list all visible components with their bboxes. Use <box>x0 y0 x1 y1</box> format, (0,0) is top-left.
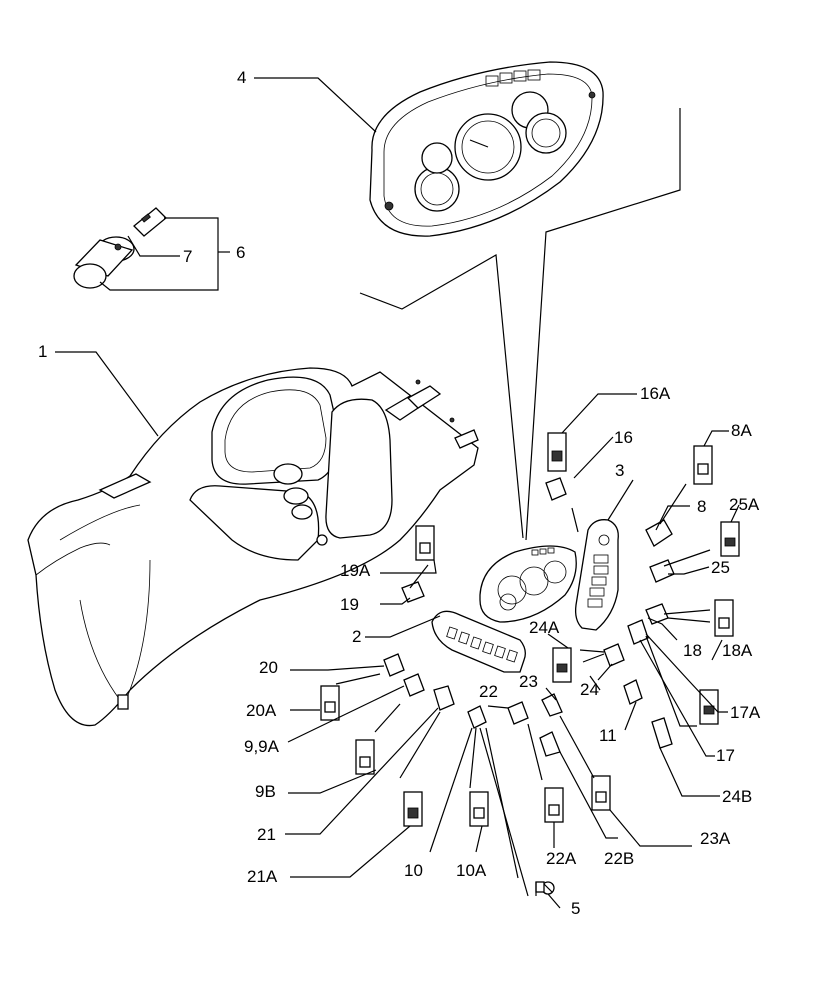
label-19: 19 <box>340 595 359 614</box>
instrument-cluster <box>369 61 604 237</box>
label-10A: 10A <box>456 861 487 880</box>
label-18A: 18A <box>722 641 753 660</box>
leader-lines <box>55 77 740 909</box>
label-5: 5 <box>571 899 580 918</box>
rocker-switches <box>383 477 675 895</box>
switch-faces <box>320 432 740 827</box>
cluster-closeup <box>479 545 577 623</box>
label-8A: 8A <box>731 421 752 440</box>
label-1: 1 <box>38 342 47 361</box>
label-25: 25 <box>711 558 730 577</box>
label-8: 8 <box>697 497 706 516</box>
enlargement-lines <box>359 108 681 541</box>
label-23A: 23A <box>700 829 731 848</box>
label-19A: 19A <box>340 561 371 580</box>
ignition-key <box>133 207 167 237</box>
label-3: 3 <box>615 461 624 480</box>
switch-panel-right <box>574 519 619 631</box>
switch-panel-left <box>431 610 526 673</box>
label-2: 2 <box>352 627 361 646</box>
dashboard-cowl <box>27 367 479 727</box>
label-20A: 20A <box>246 701 277 720</box>
label-20: 20 <box>259 658 278 677</box>
label-16A: 16A <box>640 384 671 403</box>
label-25A: 25A <box>729 495 760 514</box>
label-16: 16 <box>614 428 633 447</box>
label-11: 11 <box>599 726 617 745</box>
label-24B: 24B <box>722 787 752 806</box>
label-22: 22 <box>479 682 498 701</box>
label-18: 18 <box>683 641 702 660</box>
label-9B: 9B <box>255 782 276 801</box>
callout-labels: 1 4 7 6 2 3 16 16A 8A 8 25A 25 18 18A 17… <box>38 68 761 918</box>
label-4: 4 <box>237 68 246 87</box>
label-23: 23 <box>519 672 538 691</box>
label-22A: 22A <box>546 849 577 868</box>
label-17A: 17A <box>730 703 761 722</box>
ignition-switch <box>73 236 135 289</box>
label-24A: 24A <box>529 618 560 637</box>
label-21: 21 <box>257 825 276 844</box>
label-9-9A: 9,9A <box>244 737 280 756</box>
label-7: 7 <box>183 247 192 266</box>
label-22B: 22B <box>604 849 634 868</box>
label-17: 17 <box>716 746 735 765</box>
label-6: 6 <box>236 243 245 262</box>
label-24: 24 <box>580 680 599 699</box>
label-10: 10 <box>404 861 423 880</box>
label-21A: 21A <box>247 867 278 886</box>
